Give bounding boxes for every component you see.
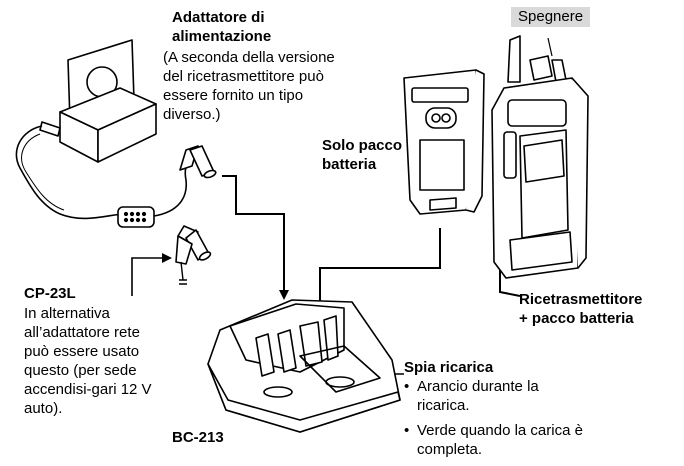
adapter-cable (15, 125, 126, 220)
battery-pack-illustration (403, 69, 485, 215)
bullet: • (404, 378, 410, 395)
radio-illustration (491, 35, 589, 279)
charge-lamp-item-text: Verde quando la carica è completa. (417, 422, 583, 458)
power-off-label: Spegnere (511, 7, 591, 27)
bullet: • (404, 422, 410, 439)
power-off-leader (547, 37, 553, 57)
cp-23l-cable (179, 261, 187, 285)
cp-23l-leader (131, 253, 172, 296)
cp-23l-description: In alternativa all’adattatore rete può e… (24, 305, 152, 417)
adapter-cable-inner (21, 133, 65, 211)
charge-lamp-item-text: Arancio durante la ricarica. (417, 378, 539, 414)
adapter-title: Adattatore di alimentazione (172, 9, 272, 45)
charge-lamp-item-green: • Verde quando la carica è completa. (404, 421, 583, 459)
radio-battery-label: Ricetrasmettitore + pacco batteria (519, 291, 643, 327)
charger-model-label: BC-213 (172, 429, 224, 446)
ac-adapter-illustration (39, 39, 157, 163)
adapter-note: (A seconda della versione del ricetrasme… (163, 49, 335, 123)
charger-bc-213-illustration (207, 299, 401, 433)
charge-lamp-item-orange: • Arancio durante la ricarica. (404, 377, 539, 415)
charge-lamp-title: Spia ricarica (404, 359, 494, 376)
cp-23l-title: CP-23L (24, 285, 76, 302)
adapter-plug (179, 145, 217, 179)
battery-only-label: Solo pacco batteria (322, 137, 403, 173)
ferrite-core (117, 206, 155, 228)
cp-23l-plug (175, 225, 212, 265)
